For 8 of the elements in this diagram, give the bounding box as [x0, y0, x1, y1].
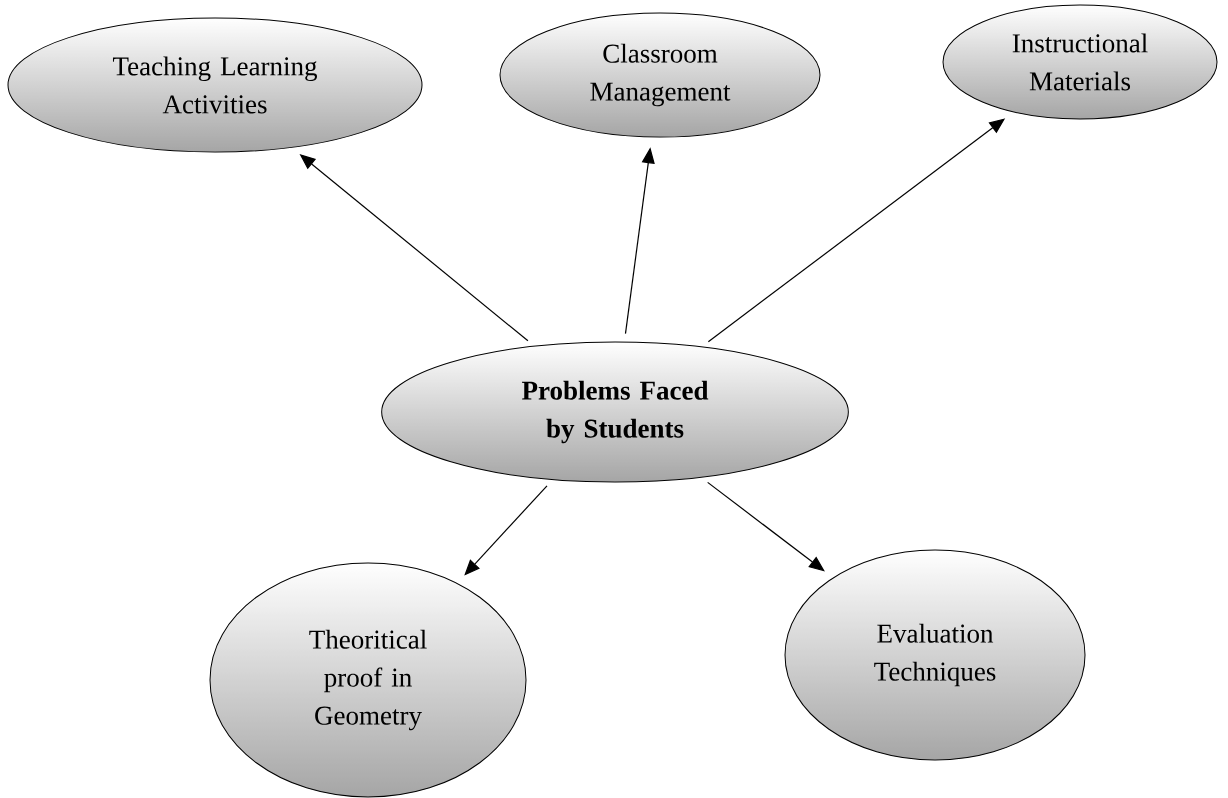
ellipse-node: Classroom Management: [499, 12, 821, 138]
arrow: [707, 481, 825, 572]
arrow: [464, 485, 548, 576]
ellipse-node: Theoritical proof in Geometry: [209, 562, 527, 798]
ellipse-node: Instructional Materials: [942, 4, 1218, 120]
ellipse-node: Evaluation Techniques: [784, 549, 1086, 761]
ellipse-node: Problems Faced by Students: [381, 341, 849, 483]
ellipse-node: Teaching Learning Activities: [7, 17, 423, 153]
